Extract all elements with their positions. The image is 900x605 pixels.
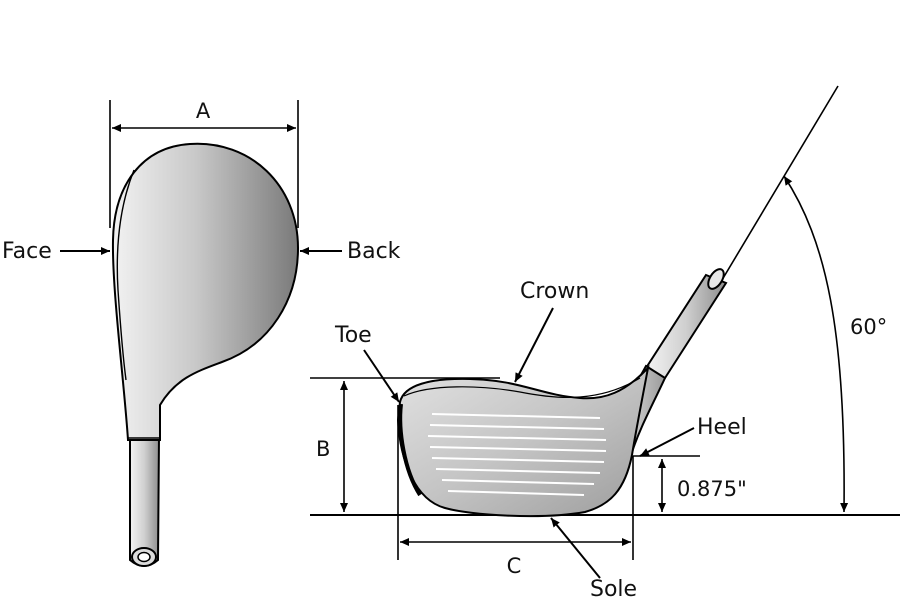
toe-label: Toe — [334, 323, 372, 348]
back-label: Back — [347, 239, 401, 264]
heel-arrow — [639, 427, 695, 457]
face-edge — [116, 169, 135, 381]
dim-a-label: A — [196, 99, 211, 123]
sole-label: Sole — [590, 577, 637, 600]
lie-angle-label: 60° — [850, 315, 887, 339]
face-view-head — [396, 364, 650, 518]
heel-label: Heel — [697, 415, 747, 440]
dim-b-label: B — [316, 437, 330, 461]
crown-label: Crown — [520, 279, 589, 304]
face-grooves — [427, 413, 607, 496]
toe-arrow — [363, 349, 400, 403]
dim-c-label: C — [507, 554, 522, 578]
top-view-shaft — [129, 435, 161, 567]
heel-height-label: 0.875" — [677, 477, 747, 501]
face-view-shaft — [644, 273, 728, 380]
face-label: Face — [2, 239, 52, 264]
top-view: A Face Back — [2, 99, 401, 567]
toe-edge — [398, 403, 422, 497]
face-view: Crown Toe Heel B C Sole 0.875" 60° — [310, 85, 900, 602]
shaft-axis-line — [715, 85, 839, 291]
crown-arrow — [514, 307, 554, 383]
top-view-head — [111, 142, 300, 441]
sole-arrow — [550, 517, 601, 579]
lie-angle-arc — [783, 175, 849, 513]
